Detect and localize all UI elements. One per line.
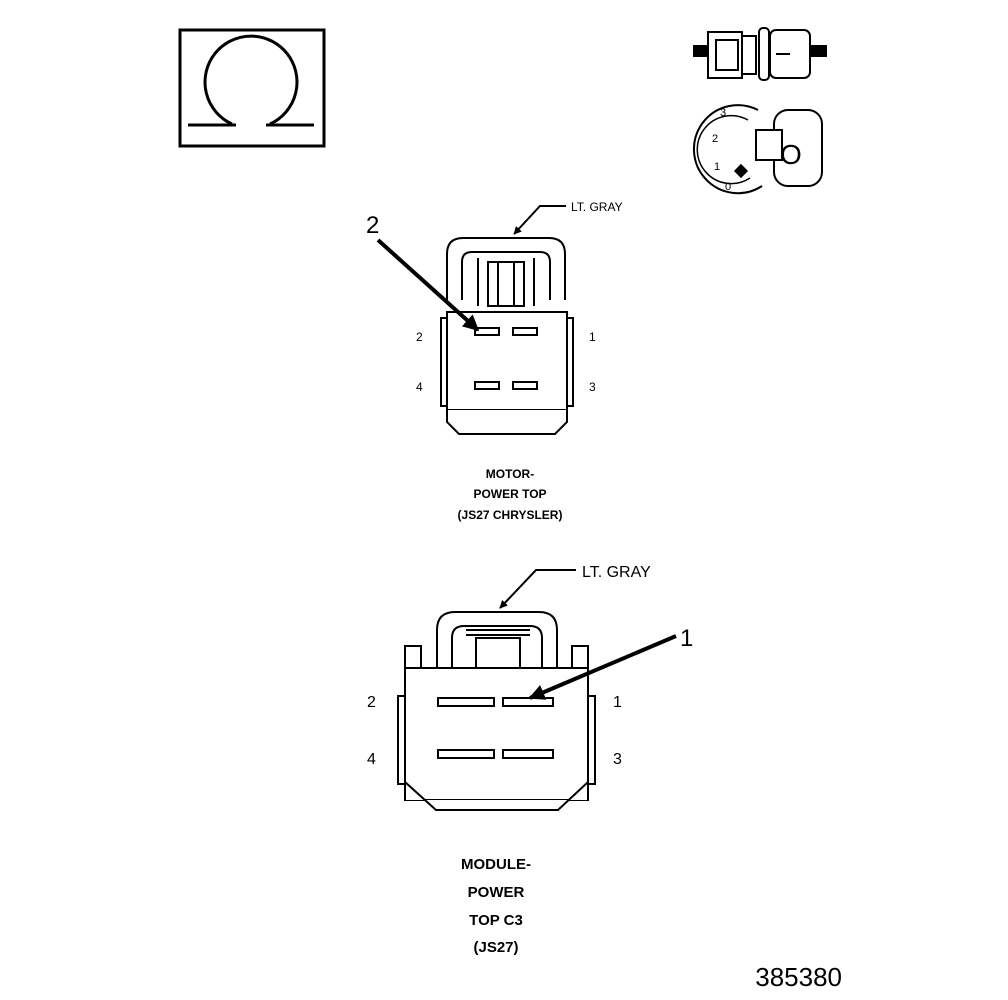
ignition-position-0: 0 xyxy=(725,181,731,193)
bottom-connector-pin-1: 1 xyxy=(613,694,622,711)
top-connector-color-label: LT. GRAY xyxy=(571,200,623,214)
ignition-key-icon: 3 2 1 0 O xyxy=(693,104,823,195)
top-connector-title-line-1: MOTOR- xyxy=(486,467,534,481)
bottom-callout-arrow xyxy=(528,634,677,700)
omega-icon xyxy=(178,28,326,148)
motor-power-top-connector xyxy=(440,237,574,435)
bottom-callout-number: 1 xyxy=(680,625,693,652)
ignition-position-1: 1 xyxy=(714,161,720,173)
top-connector-pin-1: 1 xyxy=(589,330,596,344)
module-power-top-connector xyxy=(397,611,596,811)
top-connector-title-line-2: POWER TOP xyxy=(473,487,546,501)
top-callout-arrow xyxy=(376,238,480,332)
disconnect-connector-icon xyxy=(693,27,827,81)
bottom-connector-title-line-3: TOP C3 xyxy=(469,912,523,929)
key-label: O xyxy=(780,139,802,170)
bottom-connector-pin-2: 2 xyxy=(367,694,376,711)
top-callout-number: 2 xyxy=(366,212,379,239)
top-connector-pin-3: 3 xyxy=(589,380,596,394)
ignition-position-3: 3 xyxy=(720,107,726,119)
bottom-color-leader xyxy=(499,569,576,609)
bottom-connector-title-line-2: POWER xyxy=(468,884,525,901)
top-color-leader xyxy=(513,205,566,235)
ignition-position-2: 2 xyxy=(712,133,718,145)
top-connector-title-line-3: (JS27 CHRYSLER) xyxy=(458,508,563,522)
bottom-connector-title-line-4: (JS27) xyxy=(473,939,518,956)
bottom-connector-title-line-1: MODULE- xyxy=(461,856,531,873)
figure-number: 385380 xyxy=(755,962,842,992)
bottom-connector-pin-3: 3 xyxy=(613,751,622,768)
bottom-connector-color-label: LT. GRAY xyxy=(582,564,651,581)
bottom-connector-pin-4: 4 xyxy=(367,751,376,768)
top-connector-pin-2: 2 xyxy=(416,330,423,344)
top-connector-pin-4: 4 xyxy=(416,380,423,394)
